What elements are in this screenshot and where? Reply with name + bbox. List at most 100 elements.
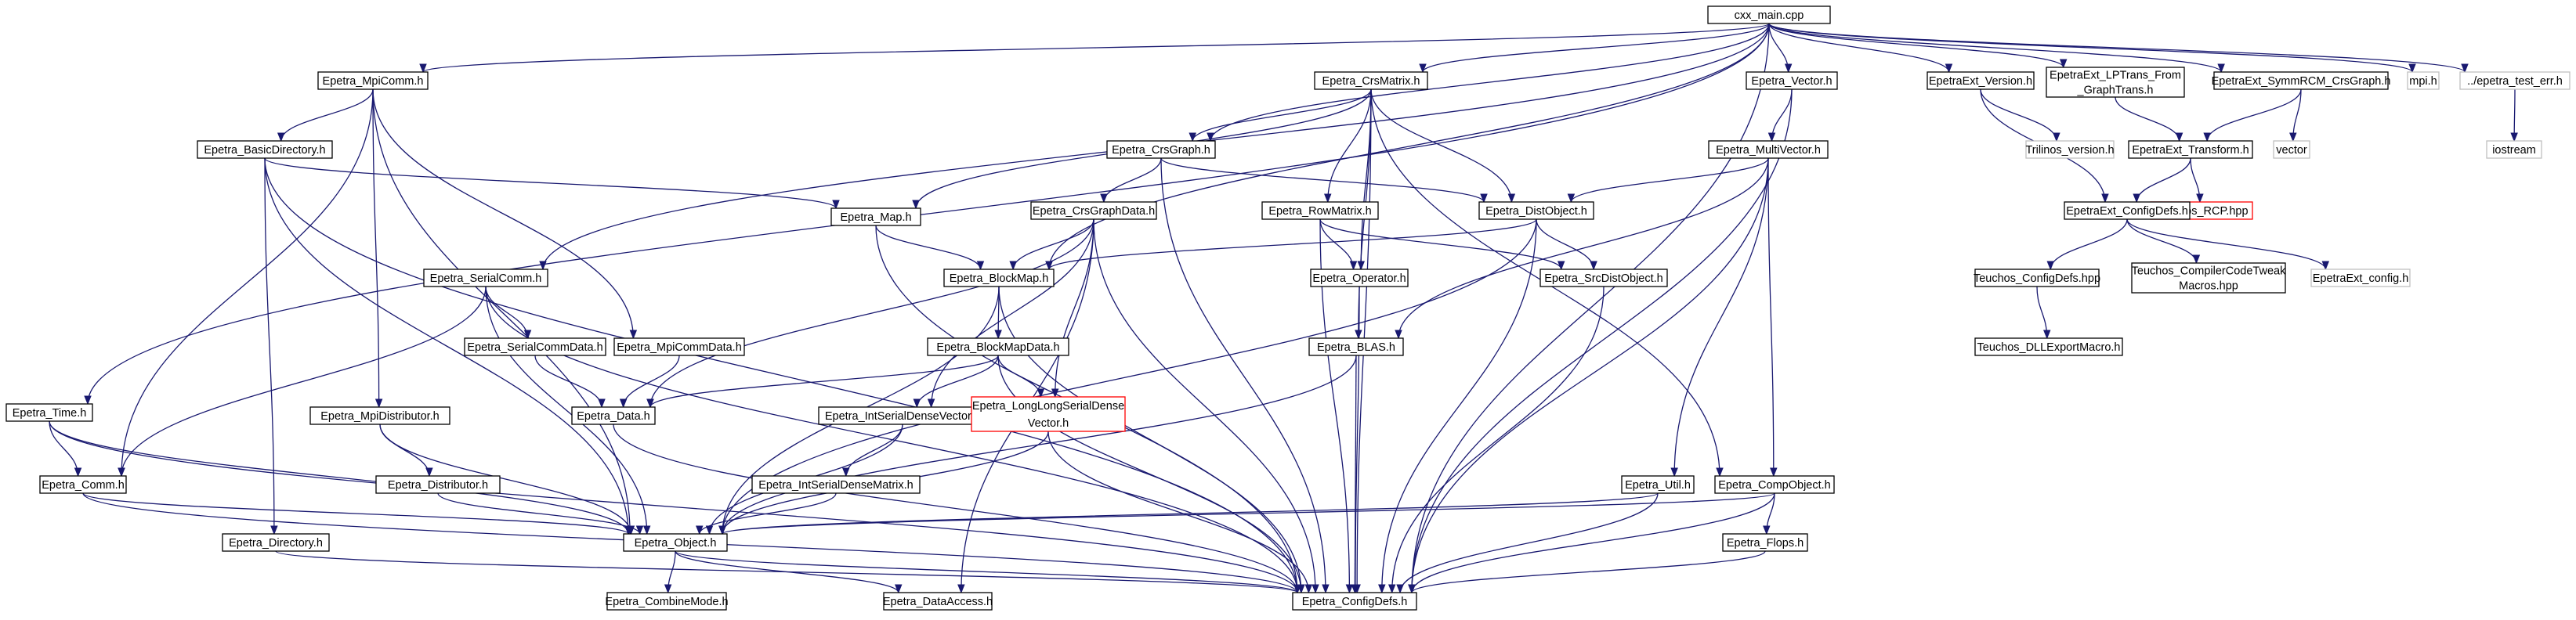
node-box <box>1314 71 1428 90</box>
node-mpicommdata[interactable]: Epetra_MpiCommData.h <box>613 337 745 356</box>
edge-basicdir-to-map <box>264 157 837 209</box>
arrowhead-ext_version-to-ext_configdefs <box>2101 193 2109 204</box>
node-util[interactable]: Epetra_Util.h <box>1621 475 1695 494</box>
node-serialcommdata[interactable]: Epetra_SerialCommData.h <box>464 337 606 356</box>
edge-srcdistobject-to-configdefs <box>1391 286 1605 593</box>
edge-cxx_main-to-ext_symmrcm <box>1768 23 2222 73</box>
node-label: Epetra_Comm.h <box>42 479 125 492</box>
node-mpidistributor[interactable]: Epetra_MpiDistributor.h <box>309 406 450 425</box>
node-intserialdensematrix[interactable]: Epetra_IntSerialDenseMatrix.h <box>751 475 921 494</box>
node-configdefs[interactable]: Epetra_ConfigDefs.h <box>1292 592 1417 611</box>
node-label: Epetra_Map.h <box>840 211 911 224</box>
node-label: mpi.h <box>2409 75 2437 88</box>
node-box <box>883 592 993 611</box>
node-dataaccess[interactable]: Epetra_DataAccess.h <box>883 592 993 611</box>
node-label: Epetra_BasicDirectory.h <box>204 144 325 157</box>
node-ext_symmrcm[interactable]: EpetraExt_SymmRCM_CrsGraph.h <box>2212 71 2391 90</box>
node-mpicomm[interactable]: Epetra_MpiComm.h <box>317 71 429 90</box>
edge-serialcomm-to-comm <box>121 286 487 477</box>
edge-crsmatrix-to-rowmatrix <box>1327 88 1372 203</box>
arrowhead-cxx_main-to-crsmatrix <box>1419 63 1427 74</box>
node-trilinos_version[interactable]: Trilinos_version.h <box>2025 140 2115 159</box>
node-crsgraphdata[interactable]: Epetra_CrsGraphData.h <box>1030 201 1157 220</box>
node-label: Epetra_MpiDistributor.h <box>320 410 440 423</box>
node-serialcomm[interactable]: Epetra_SerialComm.h <box>423 269 548 287</box>
node-blas[interactable]: Epetra_BLAS.h <box>1308 337 1404 356</box>
edge-util-to-configdefs <box>1399 492 1659 593</box>
node-vector[interactable]: Epetra_Vector.h <box>1746 71 1838 90</box>
node-ext_lptrans[interactable]: EpetraExt_LPTrans_From_GraphTrans.h <box>2046 67 2185 98</box>
node-epetra_test_err[interactable]: ../epetra_test_err.h <box>2459 71 2571 90</box>
node-teuchos_configdefs[interactable]: Teuchos_ConfigDefs.hpp <box>1974 269 2100 287</box>
arrowhead-distobject-to-configdefs <box>1378 584 1386 594</box>
arrowhead-basicdir-to-directory <box>270 525 278 535</box>
node-crsgraph[interactable]: Epetra_CrsGraph.h <box>1106 140 1216 159</box>
node-comm[interactable]: Epetra_Comm.h <box>39 475 127 494</box>
node-data[interactable]: Epetra_Data.h <box>571 406 656 425</box>
node-teuchos_dll[interactable]: Teuchos_DLLExportMacro.h <box>1974 337 2123 356</box>
node-ext_configdefs[interactable]: EpetraExt_ConfigDefs.h <box>2064 201 2191 220</box>
edge-ext_symmrcm-to-ext_transform <box>2206 88 2302 142</box>
node-box <box>613 337 745 356</box>
node-vector_std[interactable]: vector <box>2273 140 2310 159</box>
arrowhead-crsmatrix-to-map <box>912 200 920 210</box>
node-ext_config[interactable]: EpetraExt_config.h <box>2310 269 2411 287</box>
node-directory[interactable]: Epetra_Directory.h <box>222 533 330 552</box>
edge-blockmapdata-to-data <box>649 355 999 408</box>
node-blockmap[interactable]: Epetra_BlockMap.h <box>943 269 1055 287</box>
arrowhead-crsmatrix-to-rowmatrix <box>1324 193 1332 204</box>
node-blockmapdata[interactable]: Epetra_BlockMapData.h <box>927 337 1069 356</box>
node-label: Epetra_MultiVector.h <box>1716 144 1821 157</box>
node-label: Epetra_DistObject.h <box>1485 205 1587 218</box>
node-ext_version[interactable]: EpetraExt_Version.h <box>1927 71 2035 90</box>
node-label: Epetra_SerialComm.h <box>430 272 542 285</box>
node-distributor[interactable]: Epetra_Distributor.h <box>375 475 501 494</box>
node-intserialdensevector[interactable]: Epetra_IntSerialDenseVector.h <box>818 406 987 425</box>
node-label: Epetra_BlockMapData.h <box>936 341 1059 354</box>
arrowhead-multivector-to-distobject <box>1567 193 1576 204</box>
edge-multivector-to-blas <box>1398 157 1769 339</box>
node-crsmatrix[interactable]: Epetra_CrsMatrix.h <box>1314 71 1428 90</box>
node-time[interactable]: Epetra_Time.h <box>5 403 93 422</box>
edge-object-to-dataaccess <box>675 550 899 593</box>
arrowhead-crsgraph-to-configdefs <box>1322 584 1330 594</box>
edge-compobject-to-configdefs <box>1411 492 1775 593</box>
node-map[interactable]: Epetra_Map.h <box>830 207 921 226</box>
arrowhead-crsmatrix-to-compobject <box>1716 467 1724 478</box>
arrowhead-vector-to-multivector <box>1767 132 1776 142</box>
node-rowmatrix[interactable]: Epetra_RowMatrix.h <box>1261 201 1379 220</box>
node-basicdir[interactable]: Epetra_BasicDirectory.h <box>197 140 333 159</box>
edge-rowmatrix-to-srcdistobject <box>1319 218 1562 270</box>
node-box <box>2131 262 2286 294</box>
edge-flops-to-configdefs <box>1411 550 1766 593</box>
node-box <box>1539 269 1668 287</box>
node-combinemode[interactable]: Epetra_CombineMode.h <box>605 592 729 611</box>
edge-crsmatrix-to-crsgraph <box>1192 88 1372 142</box>
node-object[interactable]: Epetra_Object.h <box>623 533 728 552</box>
node-label: EpetraExt_config.h <box>2313 272 2409 285</box>
node-operator[interactable]: Epetra_Operator.h <box>1310 269 1409 287</box>
node-box <box>943 269 1055 287</box>
node-ext_transform[interactable]: EpetraExt_Transform.h <box>2128 140 2253 159</box>
edge-mpidistributor-to-distributor <box>379 424 430 477</box>
node-box <box>606 592 727 611</box>
arrowhead-cxx_main-to-serialcomm <box>539 261 547 271</box>
arrowhead-crsgraph-to-distobject <box>1480 193 1488 204</box>
node-box <box>2273 140 2310 159</box>
edge-intserialdensematrix-to-object <box>699 492 837 535</box>
arrowhead-mpicomm-to-mpidistributor <box>374 398 383 409</box>
edge-crsgraph-to-distobject <box>1160 157 1485 203</box>
edge-serialcomm-to-object <box>485 286 648 535</box>
node-mpi[interactable]: mpi.h <box>2407 71 2440 90</box>
arrowhead-time-to-comm <box>74 467 82 478</box>
node-srcdistobject[interactable]: Epetra_SrcDistObject.h <box>1539 269 1668 287</box>
node-distobject[interactable]: Epetra_DistObject.h <box>1478 201 1594 220</box>
node-multivector[interactable]: Epetra_MultiVector.h <box>1708 140 1829 159</box>
node-label: Epetra_CombineMode.h <box>605 596 728 608</box>
node-iostream[interactable]: iostream <box>2486 140 2542 159</box>
node-compobject[interactable]: Epetra_CompObject.h <box>1714 475 1835 494</box>
node-flops[interactable]: Epetra_Flops.h <box>1722 533 1808 552</box>
node-box <box>971 396 1126 432</box>
